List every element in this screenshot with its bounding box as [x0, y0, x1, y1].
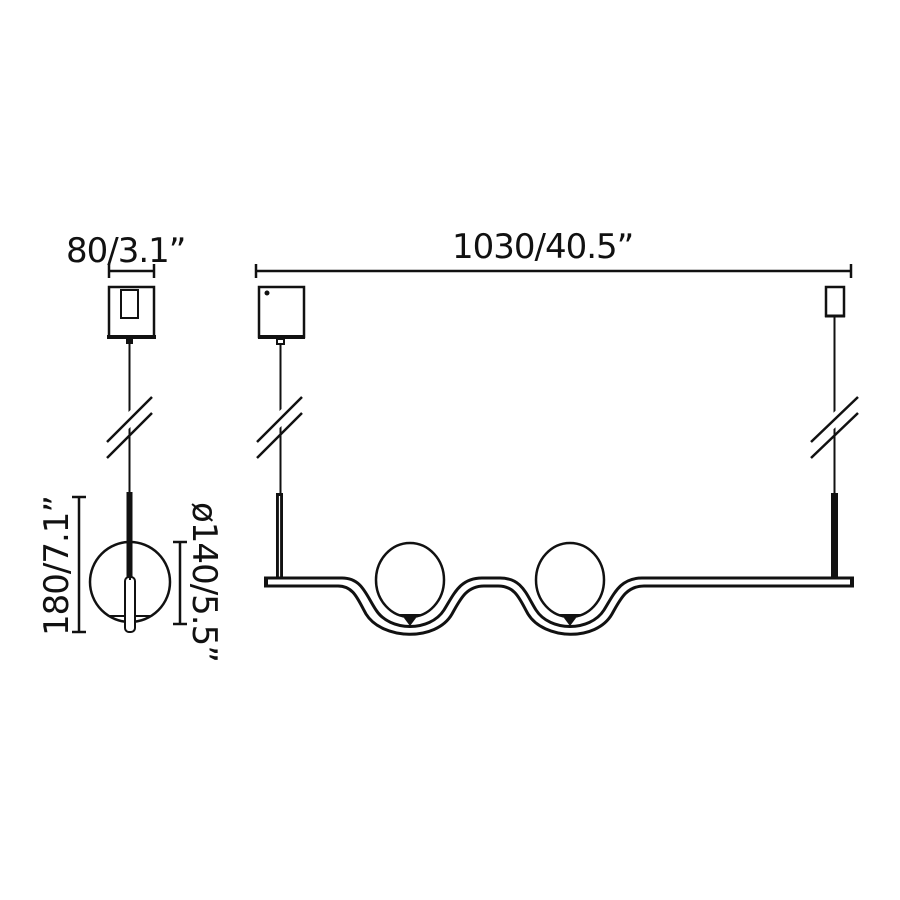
- fixture-height-label: 180/7.1”: [37, 496, 77, 636]
- globe-1: [374, 541, 446, 626]
- side-view: 80/3.1”: [37, 231, 224, 662]
- canopy-side: [107, 285, 156, 344]
- break-symbol: [251, 392, 307, 459]
- break-symbol: [101, 392, 157, 459]
- front-view: 1030/40.5”: [251, 227, 864, 636]
- cable-right: [805, 317, 864, 578]
- cable-side: [101, 344, 157, 577]
- overall-length-dimension-line: [254, 264, 853, 278]
- wavy-support-bar: [264, 576, 854, 636]
- fixture-height-dimension-line: [72, 495, 86, 634]
- break-symbol: [805, 392, 864, 459]
- canopy-width-label: 80/3.1”: [66, 231, 185, 271]
- cable-left: [251, 344, 307, 578]
- globe-diameter-dimension-line: [173, 540, 187, 626]
- globe-2: [534, 541, 606, 626]
- overall-length-label: 1030/40.5”: [452, 227, 633, 267]
- canopy-right: [824, 285, 846, 318]
- globe-side: [88, 540, 172, 633]
- globe-diameter-label: ø140/5.5”: [184, 502, 224, 662]
- canopy-left: [257, 285, 306, 345]
- canopy-width-dimension-line: [107, 264, 156, 278]
